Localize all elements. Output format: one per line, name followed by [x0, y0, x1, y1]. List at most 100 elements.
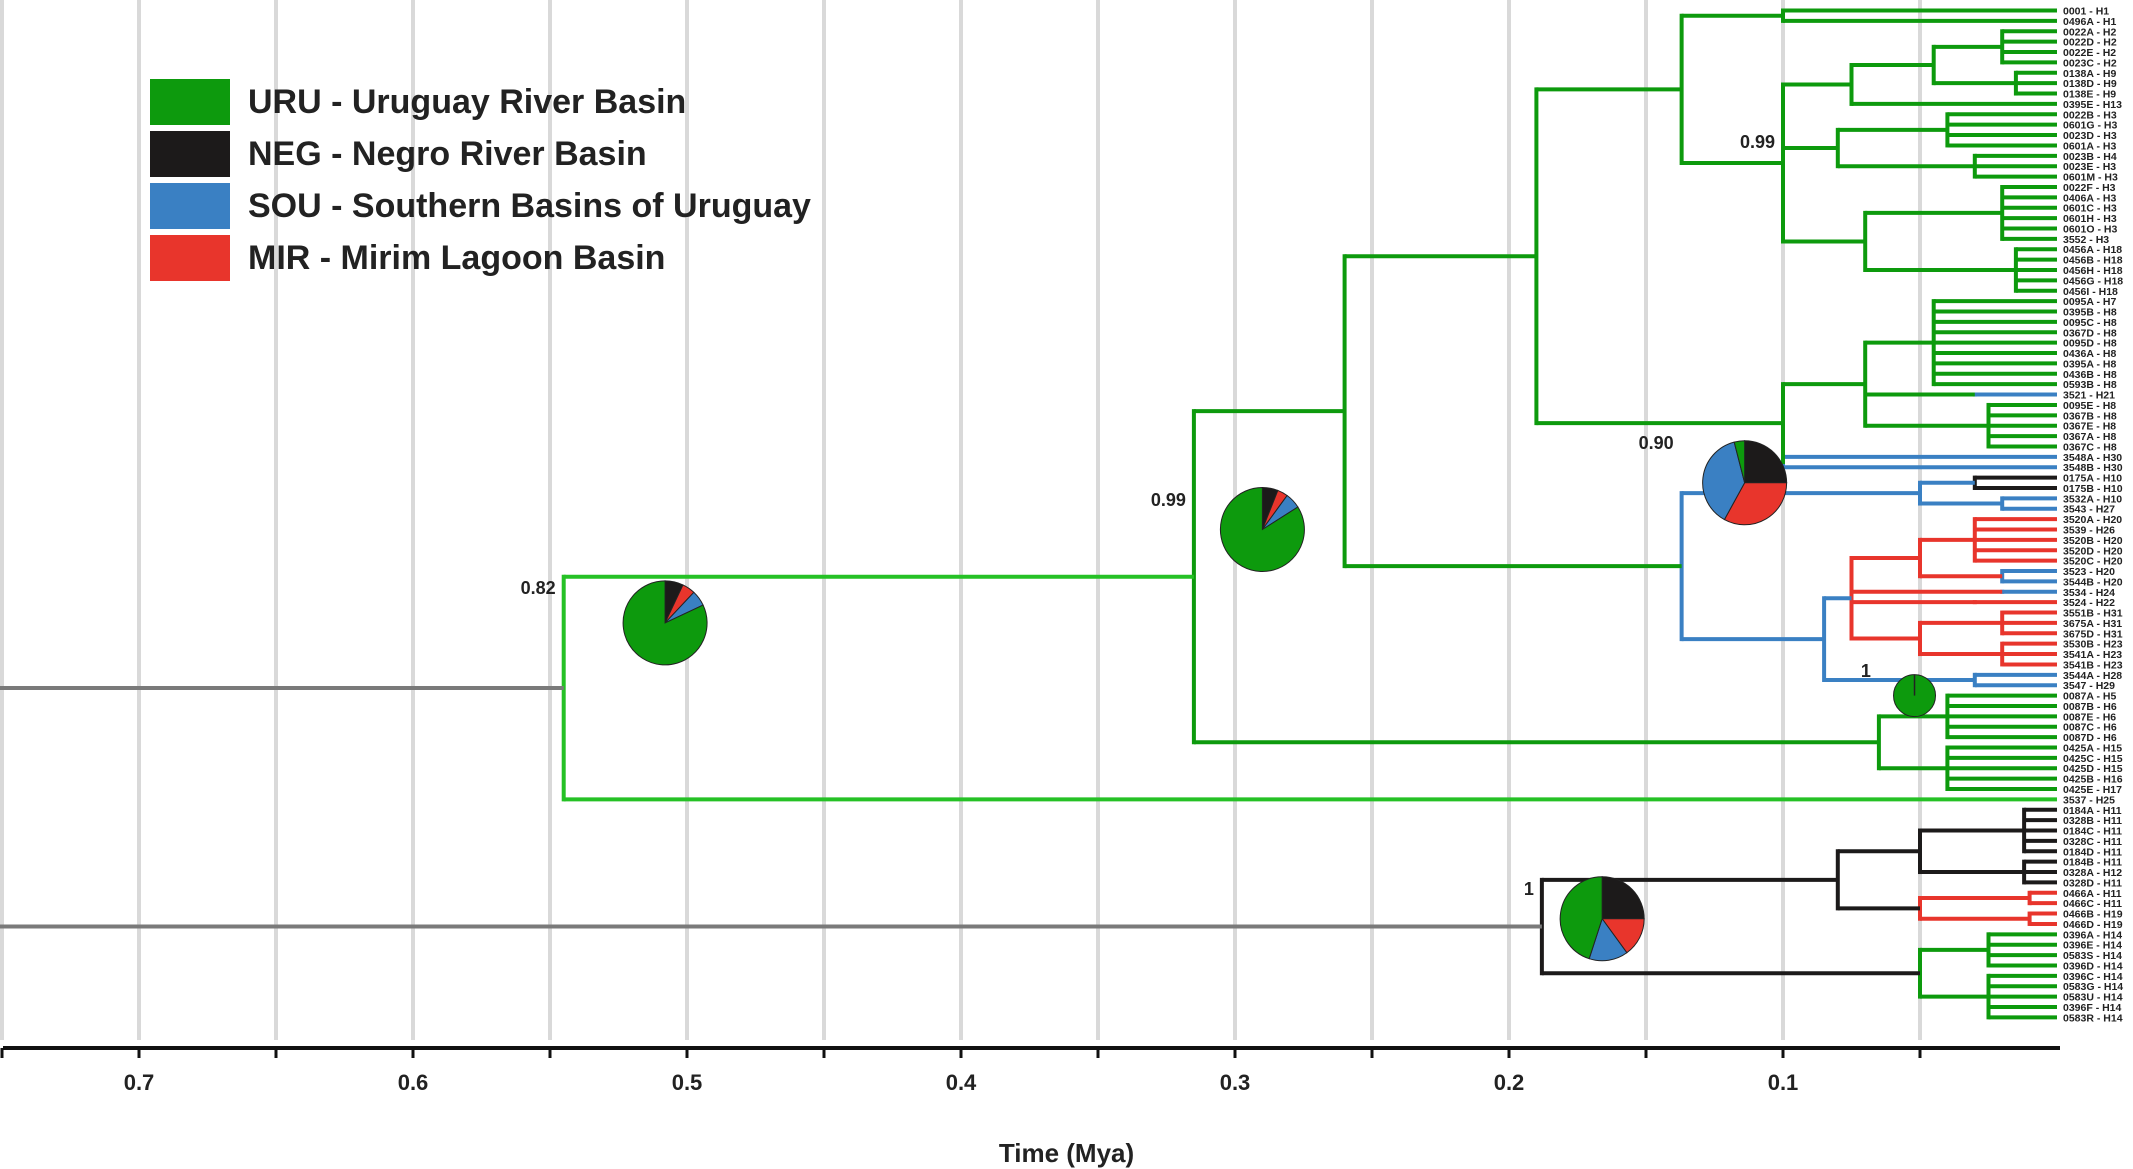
tip-label: 0395A - H8 [2063, 358, 2116, 370]
support-value: 1 [1861, 661, 1871, 681]
tip-label: 0138A - H9 [2063, 68, 2116, 80]
tip-label: 0328C - H11 [2063, 836, 2122, 848]
support-value: 0.82 [521, 578, 556, 598]
tip-label: 3548B - H30 [2063, 462, 2123, 474]
tip-label: 0184B - H11 [2063, 857, 2122, 869]
ancestral-state-pie [1559, 876, 1645, 962]
tip-label: 3520D - H20 [2063, 545, 2123, 557]
tip-label: 3541A - H23 [2063, 649, 2122, 661]
tip-label: 0425B - H16 [2063, 774, 2123, 786]
tip-label: 0367D - H8 [2063, 327, 2117, 339]
axis-tick-label: 0.5 [672, 1070, 703, 1095]
tip-label: 3541B - H23 [2063, 659, 2123, 671]
time-axis: 0.80.70.60.50.40.30.20.1 [0, 1046, 2060, 1095]
tip-label: 0396A - H14 [2063, 929, 2122, 941]
tip-label: 3543 - H27 [2063, 504, 2115, 516]
tip-label: 0087B - H6 [2063, 701, 2117, 713]
tip-label: 0022F - H3 [2063, 182, 2116, 194]
legend-item-neg: NEG - Negro River Basin [150, 128, 811, 180]
tip-label: 0022B - H3 [2063, 109, 2117, 121]
tip-label: 0601G - H3 [2063, 120, 2117, 132]
tip-label: 3520C - H20 [2063, 556, 2123, 568]
legend-item-mir: MIR - Mirim Lagoon Basin [150, 232, 811, 284]
tip-label: 0095E - H8 [2063, 400, 2116, 412]
tip-label: 3537 - H25 [2063, 794, 2115, 806]
tip-label: 3675A - H31 [2063, 618, 2122, 630]
tip-label: 0396E - H14 [2063, 940, 2122, 952]
pie-slice-uru [1219, 486, 1305, 572]
pie-slice-uru [1559, 876, 1603, 960]
legend-label-uru: URU - Uruguay River Basin [248, 82, 687, 121]
tip-label: 0138E - H9 [2063, 89, 2116, 101]
tip-label: 0466A - H11 [2063, 888, 2122, 900]
tip-label: 3523 - H20 [2063, 566, 2115, 578]
axis-tick-label: 0.2 [1494, 1070, 1525, 1095]
pie-slice-neg [1601, 876, 1645, 920]
tip-label: 3675D - H31 [2063, 628, 2123, 640]
axis-tick-label: 0.1 [1768, 1070, 1799, 1095]
legend-label-sou: SOU - Southern Basins of Uruguay [248, 186, 811, 225]
tip-label: 0328D - H11 [2063, 877, 2122, 889]
ancestral-state-pie [1702, 440, 1788, 526]
tip-label: 3552 - H3 [2063, 234, 2109, 246]
tip-label: 0184C - H11 [2063, 826, 2122, 838]
tip-label: 0367E - H8 [2063, 421, 2116, 433]
tip-label: 0396D - H14 [2063, 960, 2123, 972]
pie-slice-uru [622, 580, 708, 666]
support-value: 0.90 [1639, 433, 1674, 453]
tip-label: 0456B - H18 [2063, 255, 2123, 267]
tip-label: 0138D - H9 [2063, 78, 2117, 90]
tip-label: 0184A - H11 [2063, 805, 2122, 817]
axis-tick-label: 0.6 [398, 1070, 429, 1095]
tip-label: 0087A - H5 [2063, 691, 2116, 703]
ancestral-state-pie [1893, 674, 1937, 718]
legend-swatch-uru [150, 79, 230, 125]
tip-label: 0022D - H2 [2063, 37, 2117, 49]
grid-lines [0, 0, 1922, 1040]
tip-label: 0436A - H8 [2063, 348, 2116, 360]
tip-label: 0425A - H15 [2063, 742, 2122, 754]
tip-label: 0023C - H2 [2063, 57, 2117, 69]
tip-label: 0095C - H8 [2063, 317, 2117, 329]
tip-label: 0466D - H19 [2063, 919, 2123, 931]
axis-tick-label: 0.7 [124, 1070, 155, 1095]
tip-label: 0022E - H2 [2063, 47, 2116, 59]
tip-label: 0395B - H8 [2063, 307, 2117, 319]
legend-swatch-neg [150, 131, 230, 177]
tip-label: 0601C - H3 [2063, 203, 2117, 215]
tree-branches [0, 8, 2057, 1020]
tip-label: 0601O - H3 [2063, 223, 2117, 235]
tip-label: 3520A - H20 [2063, 514, 2122, 526]
tip-label: 0436B - H8 [2063, 369, 2117, 381]
axis-tick-label: 0.4 [946, 1070, 977, 1095]
tip-label: 0456G - H18 [2063, 275, 2123, 287]
tip-label: 0367A - H8 [2063, 431, 2116, 443]
tip-label: 0087C - H6 [2063, 722, 2117, 734]
tip-label: 0466C - H11 [2063, 898, 2122, 910]
legend-label-neg: NEG - Negro River Basin [248, 134, 647, 173]
tip-label: 0023B - H4 [2063, 151, 2117, 163]
support-value: 0.99 [1740, 132, 1775, 152]
legend-item-sou: SOU - Southern Basins of Uruguay [150, 180, 811, 232]
tip-label: 0184D - H11 [2063, 846, 2122, 858]
tip-label: 0001 - H1 [2063, 6, 2109, 18]
tip-label: 0593B - H8 [2063, 379, 2117, 391]
tip-label: 0328A - H12 [2063, 867, 2122, 879]
tip-label: 0425C - H15 [2063, 753, 2123, 765]
tip-label: 0396C - H14 [2063, 971, 2123, 983]
tip-label: 3551B - H31 [2063, 608, 2123, 620]
tip-label: 3547 - H29 [2063, 680, 2115, 692]
pie-slice-mir [1723, 482, 1788, 526]
tip-label: 3539 - H26 [2063, 525, 2115, 537]
tip-label: 0095A - H7 [2063, 296, 2116, 308]
tip-label: 3548A - H30 [2063, 452, 2122, 464]
legend-item-uru: URU - Uruguay River Basin [150, 76, 811, 128]
ancestral-state-pies [622, 440, 1937, 962]
tip-label: 0023D - H3 [2063, 130, 2117, 142]
tip-label: 0425D - H15 [2063, 763, 2123, 775]
tip-label: 0395E - H13 [2063, 99, 2122, 111]
support-value: 1 [1524, 879, 1534, 899]
tip-label: 0601A - H3 [2063, 140, 2116, 152]
